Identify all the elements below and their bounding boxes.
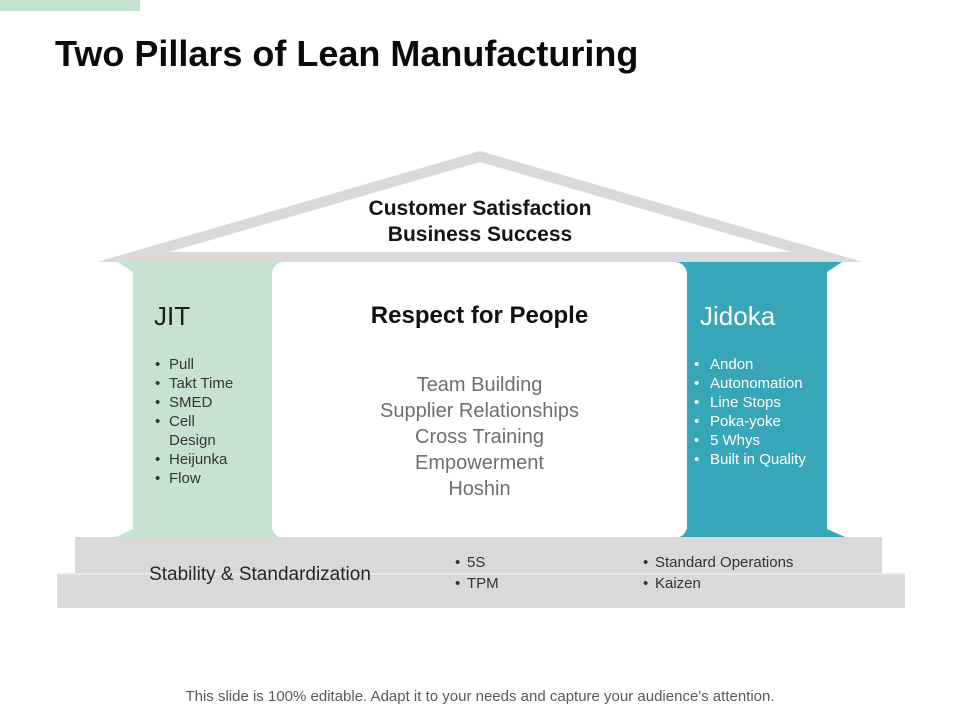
- list-item: Flow: [155, 469, 241, 488]
- list-item: 5S: [455, 552, 499, 573]
- list-item: Built in Quality: [694, 450, 815, 469]
- foundation-list-2: Standard Operations Kaizen: [643, 552, 793, 594]
- list-item: Heijunka: [155, 450, 241, 469]
- list-item: Takt Time: [155, 374, 241, 393]
- right-pillar-base: [670, 529, 845, 537]
- list-item: Autonomation: [694, 374, 815, 393]
- left-pillar-heading: JIT: [154, 301, 191, 331]
- right-pillar-list: Andon Autonomation Line Stops Poka-yoke …: [694, 355, 815, 469]
- list-item: Poka-yoke: [694, 412, 815, 431]
- list-item: Standard Operations: [643, 552, 793, 573]
- roof-text-block: Customer Satisfaction Business Success: [320, 196, 640, 248]
- list-item: Line Stops: [694, 393, 815, 412]
- roof-line-2: Business Success: [387, 223, 573, 246]
- list-item: Hoshin: [448, 478, 511, 500]
- center-panel: Respect for People Team Building Supplie…: [272, 262, 687, 538]
- right-pillar-heading: Jidoka: [700, 301, 776, 331]
- list-item: 5 Whys: [694, 431, 815, 450]
- list-item: Kaizen: [643, 573, 793, 594]
- list-item: Cross Training: [415, 426, 544, 448]
- list-item: Empowerment: [415, 452, 544, 474]
- corner-accent-bar: [0, 0, 140, 11]
- slide-title: Two Pillars of Lean Manufacturing: [55, 33, 639, 74]
- list-item: Andon: [694, 355, 815, 374]
- foundation-list-1: 5S TPM: [455, 552, 499, 594]
- left-pillar-list: Pull Takt Time SMED Cell Design Heijunka…: [155, 355, 241, 488]
- center-panel-list: Team Building Supplier Relationships Cro…: [272, 372, 687, 502]
- list-item: Supplier Relationships: [379, 400, 579, 422]
- list-item: Team Building: [416, 374, 543, 396]
- foundation-label: Stability & Standardization: [149, 564, 371, 585]
- list-item: TPM: [455, 573, 499, 594]
- roof-line-1: Customer Satisfaction: [368, 197, 592, 220]
- list-item: Cell Design: [155, 412, 241, 450]
- center-panel-heading: Respect for People: [370, 302, 589, 329]
- list-item: SMED: [155, 393, 241, 412]
- left-pillar-base: [116, 529, 290, 537]
- list-item: Pull: [155, 355, 241, 374]
- editable-note: This slide is 100% editable. Adapt it to…: [185, 688, 775, 705]
